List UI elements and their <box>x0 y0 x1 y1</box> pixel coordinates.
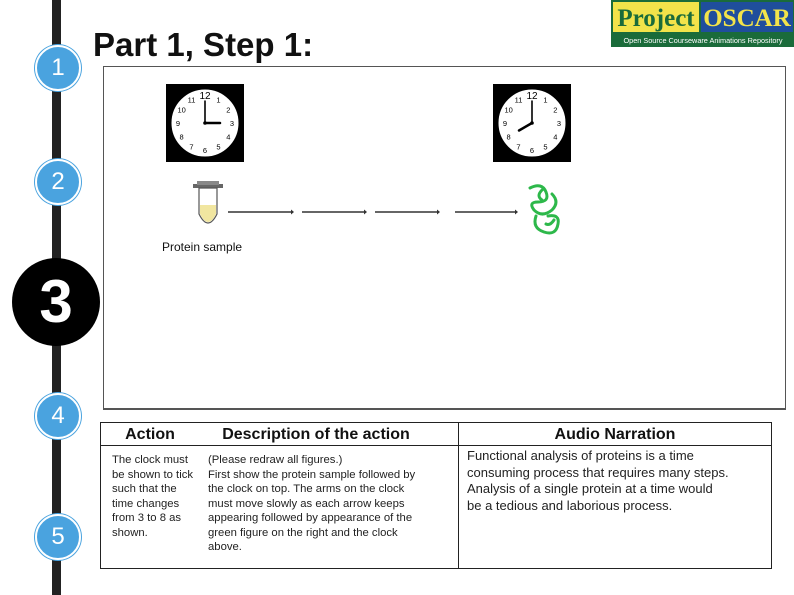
narration-line: be a tedious and laborious process. <box>467 498 673 514</box>
clock-number: 6 <box>530 146 534 155</box>
page-title: Part 1, Step 1: <box>93 26 314 63</box>
folded-protein-icon <box>528 184 560 235</box>
clock-number: 7 <box>189 142 193 151</box>
clock-number: 3 <box>230 119 234 128</box>
step-badge-5[interactable]: 5 <box>35 514 81 560</box>
logo-tagline: Open Source Courseware Animations Reposi… <box>624 36 783 45</box>
table-column-divider <box>458 423 459 568</box>
step-badge-4[interactable]: 4 <box>35 393 81 439</box>
clock-number: 5 <box>543 142 547 151</box>
protein-sample-tube-icon <box>193 181 223 224</box>
action-text: The clock must be shown to tick such tha… <box>112 453 207 540</box>
description-text: (Please redraw all figures.) First show … <box>208 453 452 555</box>
step-badge-2[interactable]: 2 <box>35 159 81 205</box>
clock-number: 6 <box>203 146 207 155</box>
project-oscar-logo: Project OSCAR Open Source Courseware Ani… <box>611 0 794 47</box>
action-line: such that the <box>112 483 177 495</box>
clock-number: 1 <box>216 96 220 105</box>
step-badge-3[interactable]: 3 <box>12 258 100 346</box>
clock-number: 10 <box>504 106 512 115</box>
clock-number: 12 <box>526 91 538 102</box>
narration-text: Functional analysis of proteins is a tim… <box>467 448 767 515</box>
clock-number: 2 <box>553 106 557 115</box>
clock-hour-hand <box>517 121 534 132</box>
clock-number: 5 <box>216 142 220 151</box>
action-line: from 3 to 8 as <box>112 512 182 524</box>
header-narration: Audio Narration <box>554 426 676 443</box>
clock-number: 3 <box>557 119 561 128</box>
description-line: above. <box>208 541 242 553</box>
table-header-divider <box>101 445 771 446</box>
narration-line: Functional analysis of proteins is a tim… <box>467 448 694 463</box>
header-action: Action <box>125 426 175 443</box>
narration-line: consuming process that requires many ste… <box>467 464 729 480</box>
action-line: The clock must <box>112 454 188 466</box>
description-line: First show the protein sample followed b… <box>208 468 416 481</box>
clock-number: 2 <box>226 106 230 115</box>
protein-figure <box>193 181 560 235</box>
clock-number: 8 <box>180 133 184 142</box>
clock-number: 9 <box>176 119 180 128</box>
storyboard-table: Action Description of the action Audio N… <box>100 422 772 569</box>
protein-sample-label: Protein sample <box>162 240 243 254</box>
logo-word-oscar: OSCAR <box>703 5 791 32</box>
action-line: shown. <box>112 526 148 539</box>
clock-number: 4 <box>226 133 230 142</box>
clock-number: 9 <box>503 119 507 128</box>
clock-number: 7 <box>516 142 520 151</box>
clock-number: 1 <box>543 96 547 105</box>
description-line: green figure on the right and the clock <box>208 526 398 539</box>
description-line: (Please redraw all figures.) <box>208 454 343 466</box>
description-line: the clock on top. The arms on the clock <box>208 483 405 495</box>
logo-word-project: Project <box>617 5 695 32</box>
description-line: appearing followed by appearance of the <box>208 512 413 524</box>
clock-number: 11 <box>188 96 196 105</box>
header-description: Description of the action <box>222 426 410 443</box>
narration-line: Analysis of a single protein at a time w… <box>467 481 713 497</box>
step-badge-1[interactable]: 1 <box>35 45 81 91</box>
action-line: time changes <box>112 497 180 510</box>
description-line: must move slowly as each arrow keeps <box>208 497 405 510</box>
clock-number: 8 <box>507 133 511 142</box>
clock-number: 11 <box>515 96 523 105</box>
clock-number: 4 <box>553 133 557 142</box>
action-line: be shown to tick <box>112 468 194 481</box>
clock-number: 10 <box>177 106 185 115</box>
clock-number: 12 <box>199 91 211 102</box>
